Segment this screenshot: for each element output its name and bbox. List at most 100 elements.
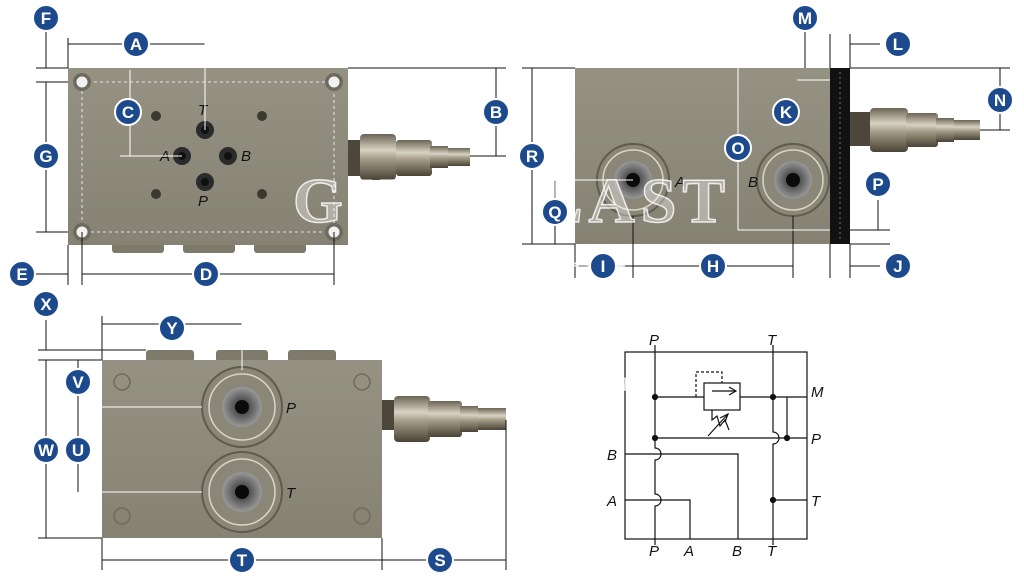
bolt-hole: [353, 373, 371, 391]
badge-h: H: [699, 252, 727, 280]
schematic-arrow: [728, 386, 738, 396]
watermark-line-3: STORE: [389, 333, 635, 404]
badge-j: J: [884, 252, 912, 280]
badge-label-g: G: [39, 147, 52, 166]
junction-dot: [651, 393, 659, 401]
schematic-label-b-left: B: [607, 447, 617, 464]
schematic-label-p-top: P: [649, 332, 659, 349]
badge-label-r: R: [526, 147, 538, 166]
schematic-line-t: [772, 345, 780, 545]
pin-hole: [257, 111, 267, 121]
badge-label-d: D: [200, 265, 212, 284]
badge-b: B: [482, 98, 510, 126]
bolt-hole: [113, 507, 131, 525]
badge-label-b: B: [490, 103, 502, 122]
badge-d: D: [192, 260, 220, 288]
gasket-plate: [830, 68, 850, 244]
dimension-badges: F A C G B E D M L K N O R P Q I H J X Y …: [8, 4, 1014, 574]
badge-x: X: [32, 290, 60, 318]
block-foot: [254, 243, 306, 253]
badge-t: T: [228, 546, 256, 574]
relief-valve-cartridge: [382, 396, 506, 442]
badge-label-a: A: [130, 35, 142, 54]
port-label-p: P: [286, 400, 296, 417]
badge-label-k: K: [780, 103, 793, 122]
badge-label-c: C: [122, 103, 134, 122]
badge-label-i: I: [601, 257, 606, 276]
junction-dot: [651, 434, 659, 442]
badge-v: V: [64, 368, 92, 396]
schematic-labels: P T M P T B A P A B T: [606, 332, 824, 560]
badge-label-o: O: [731, 139, 744, 158]
badge-label-u: U: [72, 441, 84, 460]
badge-label-p: P: [872, 175, 883, 194]
block-foot: [146, 350, 194, 362]
port-label-t: T: [198, 102, 209, 119]
mounting-outline: [81, 81, 335, 233]
schematic-frame: [624, 351, 808, 540]
schematic-label-t-top: T: [767, 332, 778, 349]
port-label-p: P: [198, 193, 208, 210]
badge-label-f: F: [41, 9, 51, 28]
port-b: [756, 143, 830, 217]
badge-label-m: M: [798, 9, 812, 28]
badge-label-l: L: [893, 35, 903, 54]
schematic-label-m: M: [811, 384, 824, 401]
badge-g: G: [32, 142, 60, 170]
schematic-label-a-left: A: [606, 493, 617, 510]
badge-label-e: E: [16, 265, 27, 284]
bolt-hole: [353, 507, 371, 525]
badge-m: M: [791, 4, 819, 32]
badge-l: L: [884, 30, 912, 58]
port-label-t: T: [286, 485, 297, 502]
badge-u: U: [64, 436, 92, 464]
relief-valve-cartridge: [850, 108, 980, 152]
badge-label-y: Y: [166, 319, 178, 338]
schematic-line-p: [654, 345, 662, 545]
badge-i: I: [589, 252, 617, 280]
badge-k: K: [772, 98, 800, 126]
badge-label-v: V: [72, 373, 84, 392]
port-t: [201, 451, 283, 533]
badge-p: P: [864, 170, 892, 198]
adjust-arrow: [707, 413, 729, 437]
front-view: P T: [38, 316, 507, 570]
port-p: [196, 173, 214, 191]
port-label-b: B: [748, 174, 758, 191]
bolt-hole: [113, 373, 131, 391]
badge-label-h: H: [707, 257, 719, 276]
adjust-arrowhead: [719, 412, 730, 423]
port-p: [201, 366, 283, 448]
badge-n: N: [986, 86, 1014, 114]
schematic-pilot-line: [695, 371, 723, 397]
relief-valve-cartridge: [348, 134, 470, 180]
hydraulic-schematic: [624, 345, 808, 545]
schematic-label-t-right: T: [811, 493, 822, 510]
block-foot: [112, 243, 164, 253]
badge-label-x: X: [40, 295, 52, 314]
badge-s: S: [426, 546, 454, 574]
badge-q: Q: [541, 198, 569, 226]
badge-label-t: T: [237, 551, 248, 570]
bolt-hole: [325, 73, 343, 91]
junction-dot: [769, 393, 777, 401]
top-view: T A B P: [36, 20, 506, 285]
badge-e: E: [8, 260, 36, 288]
block-foot: [288, 350, 336, 362]
watermark: GIDROLAST RETAIL STORE: [292, 164, 726, 405]
badge-label-n: N: [994, 91, 1006, 110]
schematic-label-a-bottom: A: [683, 543, 694, 560]
badge-label-s: S: [434, 551, 445, 570]
pin-hole: [151, 111, 161, 121]
side-view: A B: [522, 30, 1010, 278]
badge-c: C: [114, 98, 142, 126]
schematic-label-b-bottom: B: [732, 543, 742, 560]
junction-dot: [783, 434, 791, 442]
schematic-label-p-bottom: P: [649, 543, 659, 560]
badge-y: Y: [158, 314, 186, 342]
pin-hole: [151, 189, 161, 199]
schematic-line-b: [625, 453, 739, 539]
badge-a: A: [122, 30, 150, 58]
bolt-hole: [73, 73, 91, 91]
badge-r: R: [518, 142, 546, 170]
